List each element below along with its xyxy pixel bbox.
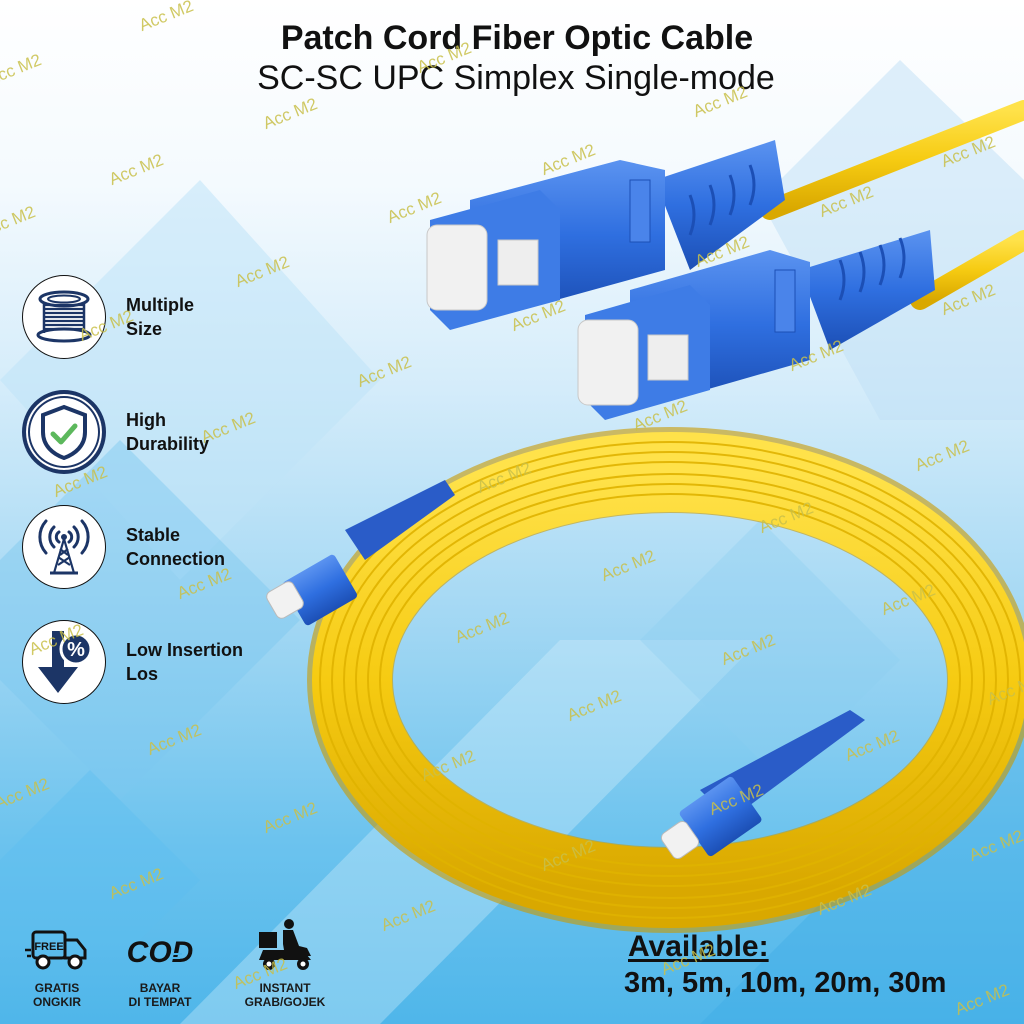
cod-icon: COD xyxy=(127,936,194,969)
connector-closeup-bottom xyxy=(577,230,1024,420)
shield-check-icon xyxy=(22,390,106,474)
feature-label: Los xyxy=(126,664,159,684)
coil-connector-right xyxy=(660,710,865,860)
feature-high-durability: High Durability xyxy=(22,390,209,474)
coil-connector-left xyxy=(266,480,455,626)
service-free-shipping: FREE GRATIS ONGKIR xyxy=(12,928,102,1009)
free-delivery-truck-icon: FREE xyxy=(25,930,87,970)
service-instant-delivery: INSTANT GRAB/GOJEK xyxy=(240,918,330,1009)
service-label: DI TEMPAT xyxy=(128,995,192,1009)
service-cod: COD BAYAR DI TEMPAT xyxy=(115,928,205,1009)
down-arrow-percent-icon: % xyxy=(22,620,106,704)
service-label: ONGKIR xyxy=(33,995,81,1009)
feature-label: Durability xyxy=(126,434,210,454)
availability-sizes: 3m, 5m, 10m, 20m, 30m xyxy=(624,967,947,999)
page-subtitle: SC-SC UPC Simplex Single-mode xyxy=(257,59,775,97)
feature-low-insertion-loss: % Low Insertion Los xyxy=(22,620,243,704)
feature-label: Size xyxy=(126,319,163,339)
delivery-scooter-icon xyxy=(259,919,311,970)
feature-stable-connection: Stable Connection xyxy=(22,505,225,589)
svg-text:FREE: FREE xyxy=(34,941,63,953)
connector-closeup-top xyxy=(426,100,1024,330)
service-label: INSTANT xyxy=(259,981,311,995)
page-title: Patch Cord Fiber Optic Cable xyxy=(280,19,754,57)
feature-label: Stable xyxy=(126,525,181,545)
svg-text:%: % xyxy=(67,639,85,661)
cable-spool-icon xyxy=(22,275,106,359)
service-label: BAYAR xyxy=(139,981,181,995)
svg-text:COD: COD xyxy=(127,936,194,969)
header: Patch Cord Fiber Optic Cable SC-SC UPC S… xyxy=(0,18,1024,98)
feature-label: Connection xyxy=(126,549,225,569)
availability-block: Available: 3m, 5m, 10m, 20m, 30m xyxy=(624,930,946,1002)
service-label: GRAB/GOJEK xyxy=(244,995,326,1009)
feature-label: High xyxy=(126,410,166,430)
cable-coil xyxy=(307,427,1024,933)
feature-label: Multiple xyxy=(126,295,194,315)
service-label: GRATIS xyxy=(34,981,80,995)
availability-heading: Available: xyxy=(628,930,769,963)
signal-tower-icon xyxy=(22,505,106,589)
feature-multiple-size: Multiple Size xyxy=(22,275,194,359)
feature-label: Low Insertion xyxy=(126,640,243,660)
